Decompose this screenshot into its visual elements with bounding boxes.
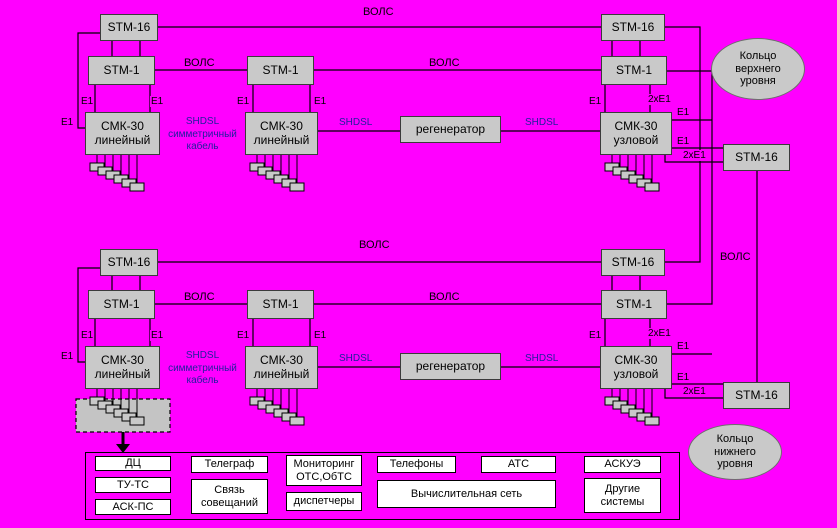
service-ats: АТС	[481, 456, 556, 473]
service-conference: Связь совещаний	[191, 479, 268, 514]
vols-label: ВОЛС	[428, 57, 461, 70]
e1-label: E1	[313, 96, 328, 107]
subscriber-lines-icon	[249, 388, 305, 426]
services-panel	[85, 452, 680, 520]
smk30-linear-lower-mid: СМК-30 линейный	[245, 346, 318, 389]
stm16-upper-far-right: STM-16	[723, 144, 790, 171]
vols-label: ВОЛС	[428, 291, 461, 304]
wires-upper-ring	[77, 26, 758, 382]
service-dc: ДЦ	[95, 456, 171, 471]
smk30-linear-upper-mid: СМК-30 линейный	[245, 112, 318, 155]
stm16-lower-left: STM-16	[100, 249, 158, 276]
e1-label: E1	[150, 96, 165, 107]
stm16-lower-far-right: STM-16	[723, 382, 790, 409]
e1-label: E1	[588, 330, 603, 341]
e1-label: E1	[80, 96, 95, 107]
e1-label: E1	[588, 96, 603, 107]
e1-label: E1	[80, 330, 95, 341]
service-ask-ps: АСК-ПС	[95, 499, 171, 515]
stm1-upper-mid: STM-1	[247, 56, 314, 85]
stm16-upper-right: STM-16	[601, 14, 665, 41]
e1-label: E1	[676, 372, 691, 383]
smk30-linear-upper-left: СМК-30 линейный	[85, 112, 160, 155]
2xe1-label: 2xE1	[647, 328, 672, 339]
service-other-systems: Другие системы	[584, 478, 661, 513]
vols-label: ВОЛС	[358, 239, 391, 252]
service-computing-network: Вычислительная сеть	[377, 480, 556, 508]
e1-label: E1	[150, 330, 165, 341]
lower-level-ring-label: Кольцо нижнего уровня	[688, 424, 782, 480]
e1-label: E1	[313, 330, 328, 341]
vols-label: ВОЛС	[183, 291, 216, 304]
shdsl-cable-label: SHDSL симметричный кабель	[160, 346, 245, 392]
subscriber-lines-icon	[89, 154, 145, 192]
smk30-linear-lower-left: СМК-30 линейный	[85, 346, 160, 389]
2xe1-label: 2xE1	[682, 386, 707, 397]
stm1-upper-left: STM-1	[88, 56, 155, 85]
regenerator-lower: регенератор	[400, 353, 501, 380]
vols-label: ВОЛС	[362, 6, 395, 19]
upper-level-ring-label: Кольцо верхнего уровня	[711, 38, 805, 100]
stm1-lower-right: STM-1	[601, 290, 667, 319]
vols-label: ВОЛС	[719, 251, 752, 264]
shdsl-cable-label: SHDSL симметричный кабель	[160, 112, 245, 158]
2xe1-label: 2xE1	[647, 94, 672, 105]
service-askue: АСКУЭ	[584, 456, 661, 473]
stm16-lower-right: STM-16	[601, 249, 665, 276]
subscriber-lines-icon	[604, 154, 660, 192]
stm1-lower-left: STM-1	[88, 290, 155, 319]
e1-label: E1	[236, 330, 251, 341]
shdsl-label: SHDSL	[524, 353, 560, 364]
e1-label: E1	[236, 96, 251, 107]
e1-label: E1	[60, 117, 75, 128]
smk30-node-upper-right: СМК-30 узловой	[600, 112, 672, 155]
subscriber-lines-icon	[249, 154, 305, 192]
down-arrow-icon	[116, 432, 130, 453]
stm16-upper-left: STM-16	[100, 14, 158, 41]
stm1-lower-mid: STM-1	[247, 290, 314, 319]
shdsl-label: SHDSL	[338, 117, 374, 128]
regenerator-upper: регенератор	[400, 116, 501, 143]
e1-label: E1	[676, 107, 691, 118]
service-tu-ts: ТУ-ТС	[95, 477, 171, 493]
service-telegraph: Телеграф	[191, 456, 268, 473]
service-monitoring: Мониторинг ОТС,ОбТС	[286, 455, 362, 486]
shdsl-label: SHDSL	[524, 117, 560, 128]
e1-label: E1	[60, 351, 75, 362]
service-dispatchers: диспетчеры	[286, 492, 362, 511]
service-phones: Телефоны	[377, 456, 456, 473]
stm1-upper-right: STM-1	[601, 56, 667, 85]
2xe1-label: 2xE1	[682, 150, 707, 161]
vols-label: ВОЛС	[183, 57, 216, 70]
smk30-node-lower-right: СМК-30 узловой	[600, 346, 672, 389]
shdsl-label: SHDSL	[338, 353, 374, 364]
e1-label: E1	[676, 341, 691, 352]
subscriber-lines-icon	[604, 388, 660, 426]
e1-label: E1	[676, 136, 691, 147]
